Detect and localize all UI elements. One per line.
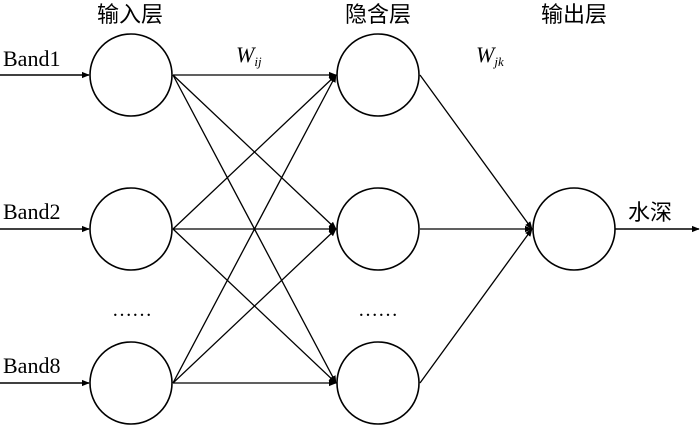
weight-label-wij: Wij [236,42,262,69]
input-node-8 [89,341,173,425]
weight-label-wjk: Wjk [476,42,504,69]
input-label-band2: Band2 [3,199,60,224]
output-layer-title: 输出层 [541,3,607,28]
hidden-node-2 [336,187,420,271]
hidden-node-3 [336,341,420,425]
input-node-2 [89,187,173,271]
hidden-ellipsis: …… [358,299,398,321]
hidden-layer-title: 隐含层 [345,3,411,28]
input-label-band1: Band1 [3,46,60,71]
input-hidden-connections [172,71,337,387]
input-label-band8: Band8 [3,353,60,378]
input-ellipsis: …… [112,299,152,321]
output-label: 水深 [628,201,672,226]
input-layer-title: 输入层 [97,3,163,28]
hidden-node-1 [336,33,420,117]
hidden-output-connections [419,74,533,384]
output-node [532,187,616,271]
input-node-1 [89,33,173,117]
